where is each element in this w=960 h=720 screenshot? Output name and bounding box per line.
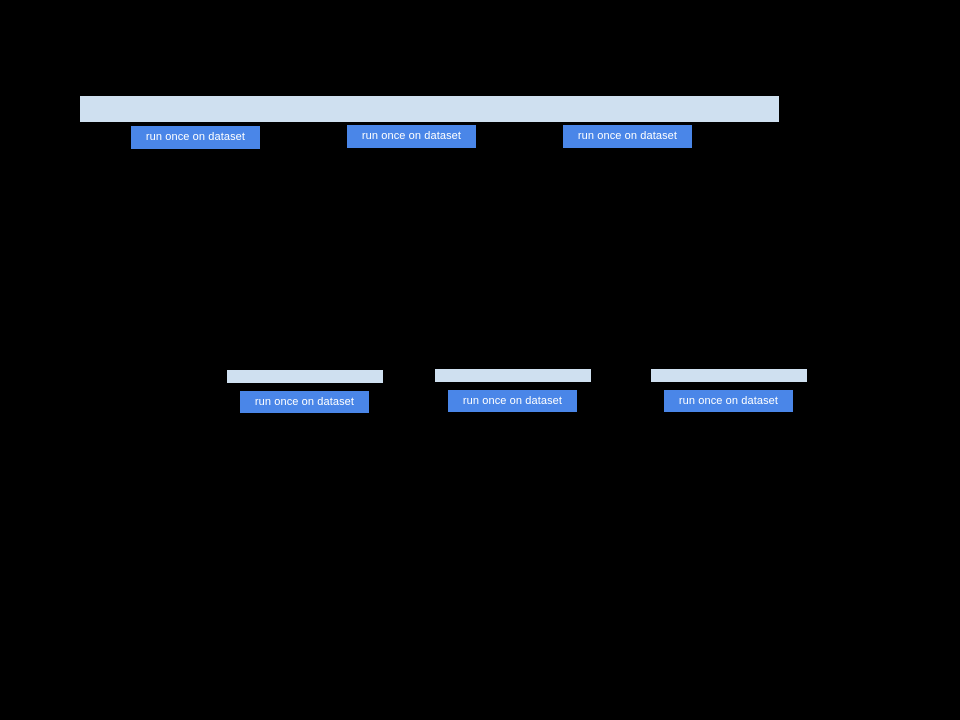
bottom-field-bar-3[interactable]: [651, 369, 807, 382]
top-field-bar[interactable]: [80, 96, 779, 122]
run-once-on-dataset-button-top-1[interactable]: run once on dataset: [131, 126, 260, 149]
bottom-field-bar-1[interactable]: [227, 370, 383, 383]
run-once-on-dataset-button-bottom-3[interactable]: run once on dataset: [664, 390, 793, 412]
run-once-on-dataset-button-top-2[interactable]: run once on dataset: [347, 125, 476, 148]
bottom-field-bar-2[interactable]: [435, 369, 591, 382]
run-once-on-dataset-button-bottom-2[interactable]: run once on dataset: [448, 390, 577, 412]
run-once-on-dataset-button-bottom-1[interactable]: run once on dataset: [240, 391, 369, 413]
run-once-on-dataset-button-top-3[interactable]: run once on dataset: [563, 125, 692, 148]
